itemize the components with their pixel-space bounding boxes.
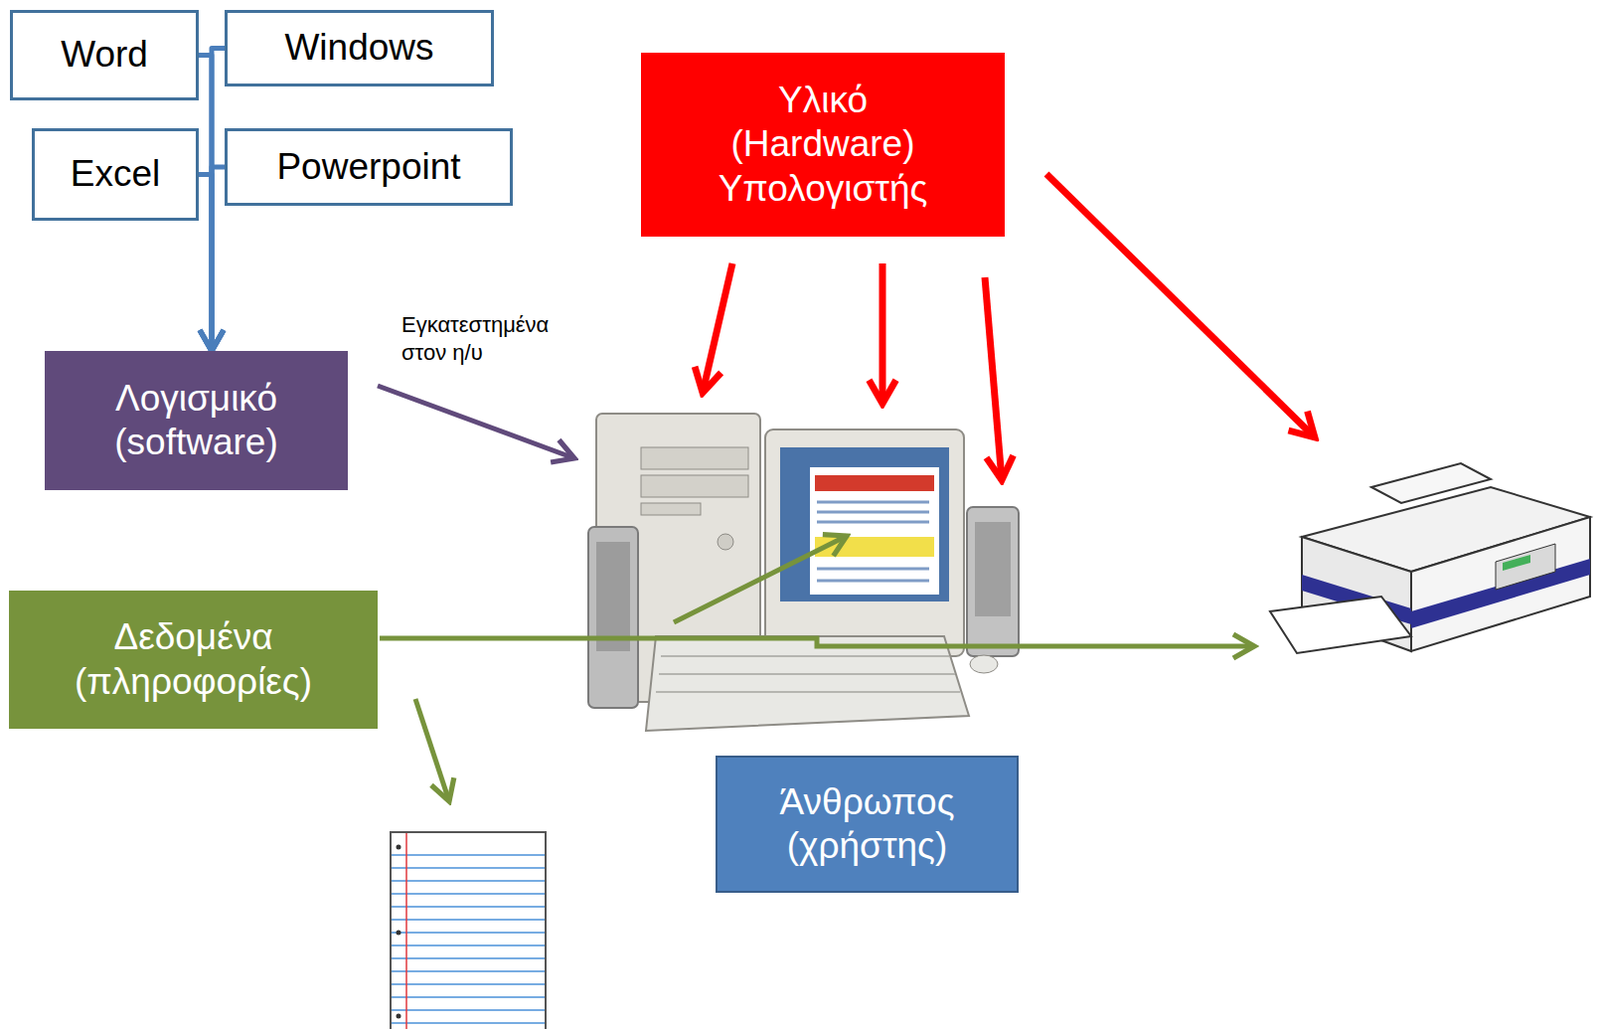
key-row xyxy=(658,672,956,675)
program-box: Word xyxy=(9,9,199,101)
ruled-lines xyxy=(391,854,545,1023)
monitor-case xyxy=(765,429,964,656)
binder-hole xyxy=(396,930,402,936)
notepad xyxy=(390,831,546,1029)
margin-line xyxy=(405,832,408,1029)
monitor-screen xyxy=(780,447,950,602)
page-line xyxy=(816,567,930,571)
panel-display xyxy=(1502,554,1531,571)
connector-arrow xyxy=(211,48,225,352)
printer xyxy=(1270,463,1591,653)
right-speaker xyxy=(966,506,1019,656)
category-box: Λογισμικό (software) xyxy=(44,350,348,490)
page-line xyxy=(816,510,930,514)
page-banner xyxy=(814,475,935,491)
box-text: Υλικό (Hardware) Υπολογιστής xyxy=(693,78,953,211)
data-arrow xyxy=(379,638,1255,646)
web-page xyxy=(809,467,940,595)
paper-tray xyxy=(1270,596,1412,653)
drive-bay xyxy=(640,447,749,470)
page-line xyxy=(816,520,930,524)
box-text: Windows xyxy=(284,25,434,70)
key-row xyxy=(660,654,950,657)
hardware-arrow xyxy=(702,263,733,393)
annotation-label: Εγκατεστημένα στον η/υ xyxy=(401,311,581,366)
category-box: Άνθρωπος (χρήστης) xyxy=(715,755,1019,893)
floppy-bay xyxy=(640,502,701,515)
notepad-page xyxy=(390,831,546,1029)
keyboard xyxy=(645,636,998,731)
hardware-arrow xyxy=(1046,173,1315,438)
mouse xyxy=(969,654,998,673)
control-panel xyxy=(1495,543,1556,590)
keyboard-body xyxy=(645,636,969,731)
box-text: Powerpoint xyxy=(276,145,461,189)
binder-hole xyxy=(396,844,402,850)
speaker-grille xyxy=(596,541,631,651)
printer-front xyxy=(1411,516,1591,651)
binder-hole xyxy=(396,1013,402,1019)
box-text: Άνθρωπος (χρήστης) xyxy=(748,780,987,869)
speaker-body xyxy=(966,506,1019,656)
drive-bay xyxy=(640,475,749,497)
page-line xyxy=(816,579,930,583)
category-box: Δεδομένα (πληροφορίες) xyxy=(8,590,378,729)
box-text: Excel xyxy=(70,152,160,196)
power-button xyxy=(717,533,734,550)
program-box: Excel xyxy=(31,128,199,221)
page-line xyxy=(816,500,930,504)
box-text: Word xyxy=(60,32,149,77)
data-arrow xyxy=(673,535,847,623)
category-box: Υλικό (Hardware) Υπολογιστής xyxy=(640,52,1005,237)
box-text: Δεδομένα (πληροφορίες) xyxy=(49,615,338,704)
speaker-body xyxy=(588,526,639,708)
program-box: Windows xyxy=(224,9,494,87)
key-row xyxy=(655,690,960,693)
data-arrow xyxy=(415,698,450,801)
program-box: Powerpoint xyxy=(224,128,513,206)
left-speaker xyxy=(588,526,639,708)
page-banner xyxy=(814,536,935,557)
speaker-grille xyxy=(974,521,1011,617)
connector-arrow xyxy=(211,166,225,351)
hardware-arrow xyxy=(879,263,887,404)
box-text: Λογισμικό (software) xyxy=(77,376,317,466)
hardware-arrow xyxy=(984,277,1002,480)
install-arrow xyxy=(377,385,575,459)
